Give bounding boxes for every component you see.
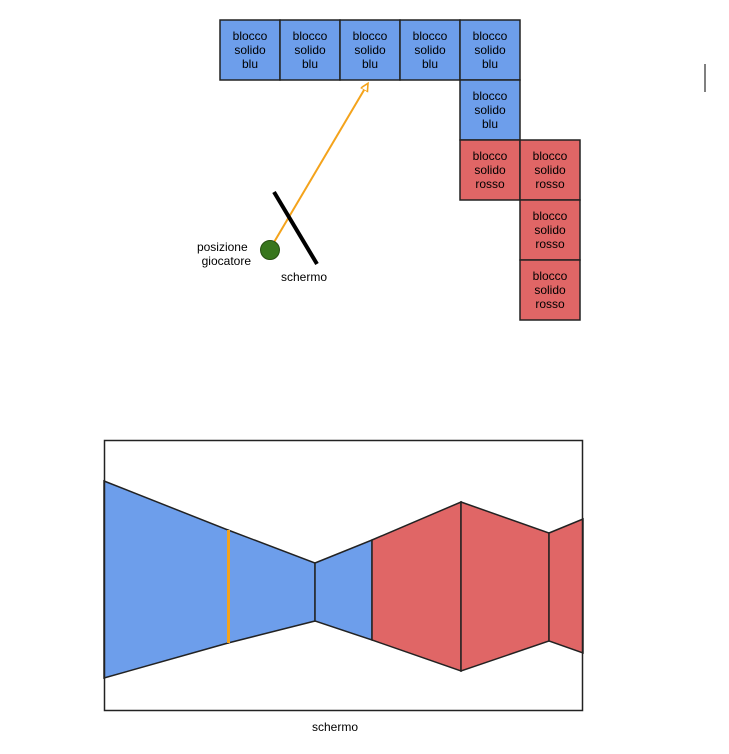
block-label-line: solido <box>354 43 386 57</box>
block-label-line: blu <box>482 57 498 71</box>
block-label-line: blocco <box>533 269 568 283</box>
block-label-line: blocco <box>473 149 508 163</box>
block-label-line: solido <box>234 43 266 57</box>
screen-bar <box>272 190 319 266</box>
block-label-line: blu <box>242 57 258 71</box>
block-label-line: solido <box>474 163 506 177</box>
wall-blue-right <box>314 538 373 642</box>
block-label-line: solido <box>474 43 506 57</box>
block-label-line: blu <box>482 117 498 131</box>
block-label-line: blocco <box>533 209 568 223</box>
block-label-line: blocco <box>413 29 448 43</box>
block-label-line: blocco <box>533 149 568 163</box>
block-rect <box>459 139 521 201</box>
wall-red-2 <box>460 500 550 673</box>
block-rect <box>519 259 581 321</box>
player-label: posizione giocatore <box>197 240 251 268</box>
wall-red-3 <box>548 517 584 655</box>
block-label-line: solido <box>534 283 566 297</box>
block-rect <box>519 199 581 261</box>
player-position-marker <box>260 240 280 260</box>
wall-blue-left <box>103 479 229 679</box>
block-label-line: solido <box>294 43 326 57</box>
block-rect <box>219 19 281 81</box>
map-screen-label: schermo <box>281 270 327 284</box>
wall-blue-mid <box>227 528 316 644</box>
block-label-line: blu <box>422 57 438 71</box>
block-label-line: rosso <box>475 177 505 191</box>
block-label-line: solido <box>534 223 566 237</box>
block-rect <box>339 19 401 81</box>
block-label-line: blocco <box>353 29 388 43</box>
block-label-line: blocco <box>473 89 508 103</box>
block-label-line: blocco <box>473 29 508 43</box>
block-label-line: rosso <box>535 177 565 191</box>
view-screen-label: schermo <box>312 720 358 734</box>
block-label-line: solido <box>534 163 566 177</box>
player-label-line-1: posizione <box>197 240 248 254</box>
block-label-line: rosso <box>535 237 565 251</box>
block-rect <box>459 19 521 81</box>
block-label-line: solido <box>474 103 506 117</box>
ray-line <box>269 85 367 250</box>
block-rect <box>399 19 461 81</box>
block-rect <box>519 139 581 201</box>
block-label-line: blu <box>302 57 318 71</box>
block-rect <box>279 19 341 81</box>
block-label-line: blocco <box>293 29 328 43</box>
wall-red-1 <box>371 500 462 673</box>
block-label-line: blu <box>362 57 378 71</box>
player-label-line-2: giocatore <box>202 254 252 268</box>
block-label-line: blocco <box>233 29 268 43</box>
block-label-line: rosso <box>535 297 565 311</box>
screen-view: schermo <box>103 439 584 734</box>
block-rect <box>459 79 521 141</box>
screen-frame <box>103 439 584 712</box>
block-label-line: solido <box>414 43 446 57</box>
